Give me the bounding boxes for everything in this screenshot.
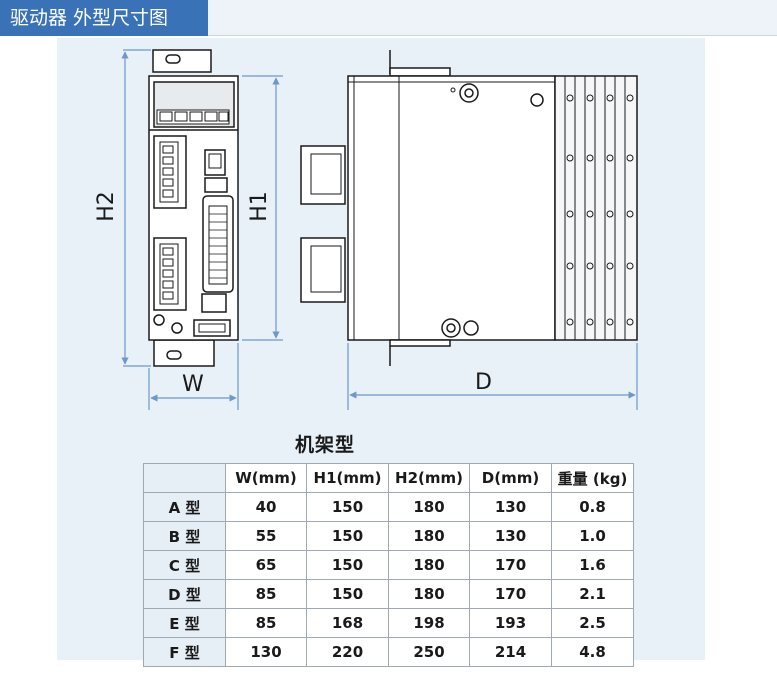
side-view — [300, 50, 638, 366]
cell-w: 40 — [225, 492, 307, 522]
w-label: W — [182, 372, 204, 397]
table-row: A 型 40 150 180 130 0.8 — [143, 492, 634, 522]
cell-d: 130 — [469, 492, 552, 522]
h2-label: H2 — [93, 191, 119, 222]
cell-d: 170 — [469, 550, 552, 580]
cell-d: 170 — [469, 579, 552, 609]
cell-h1: 150 — [306, 579, 389, 609]
header-cell-weight: 重量 (kg) — [551, 463, 634, 493]
cell-d: 214 — [469, 637, 552, 667]
w-dimension-line — [148, 343, 239, 410]
section-header: 驱动器 外型尺寸图 — [0, 0, 777, 36]
cell-weight: 2.5 — [551, 608, 634, 638]
d-label: D — [475, 370, 492, 395]
table-row: F 型 130 220 250 214 4.8 — [143, 637, 634, 667]
cell-weight: 1.6 — [551, 550, 634, 580]
row-label: C 型 — [143, 550, 226, 580]
h2-dimension-line — [121, 49, 151, 367]
cell-h2: 198 — [388, 608, 470, 638]
h1-label: H1 — [246, 191, 272, 222]
row-label: E 型 — [143, 608, 226, 638]
row-label: D 型 — [143, 579, 226, 609]
cell-weight: 0.8 — [551, 492, 634, 522]
cell-d: 130 — [469, 521, 552, 551]
cell-h1: 150 — [306, 492, 389, 522]
header-cell-h2: H2(mm) — [388, 463, 470, 493]
row-label: F 型 — [143, 637, 226, 667]
header-cell-h1: H1(mm) — [306, 463, 389, 493]
cell-w: 130 — [225, 637, 307, 667]
cell-weight: 2.1 — [551, 579, 634, 609]
table-row: E 型 85 168 198 193 2.5 — [143, 608, 634, 638]
cell-w: 55 — [225, 521, 307, 551]
cell-h2: 250 — [388, 637, 470, 667]
cell-h1: 220 — [306, 637, 389, 667]
header-cell-w: W(mm) — [225, 463, 307, 493]
table-row: D 型 85 150 180 170 2.1 — [143, 579, 634, 609]
front-view — [148, 49, 239, 367]
cell-weight: 4.8 — [551, 637, 634, 667]
content-panel: H2 H1 W D 机架型 W(mm) H1(mm) H2(mm) D(mm) … — [57, 38, 705, 667]
cell-h2: 180 — [388, 579, 470, 609]
cell-w: 85 — [225, 579, 307, 609]
cell-h1: 150 — [306, 521, 389, 551]
cell-d: 193 — [469, 608, 552, 638]
table-caption: 机架型 — [295, 434, 356, 456]
d-dimension-line — [347, 343, 638, 410]
header-cell-d: D(mm) — [469, 463, 552, 493]
header-cell-blank — [143, 463, 226, 493]
cell-w: 65 — [225, 550, 307, 580]
drive-dimension-drawing — [121, 49, 638, 410]
table-header-row: W(mm) H1(mm) H2(mm) D(mm) 重量 (kg) — [143, 463, 634, 493]
cell-weight: 1.0 — [551, 521, 634, 551]
h1-dimension-line — [242, 75, 283, 341]
section-title: 驱动器 外型尺寸图 — [0, 0, 208, 36]
table-row: C 型 65 150 180 170 1.6 — [143, 550, 634, 580]
cell-h1: 168 — [306, 608, 389, 638]
cell-h2: 180 — [388, 521, 470, 551]
row-label: B 型 — [143, 521, 226, 551]
frame-spec-table: W(mm) H1(mm) H2(mm) D(mm) 重量 (kg) A 型 40… — [143, 463, 634, 667]
cell-h2: 180 — [388, 492, 470, 522]
cell-h1: 150 — [306, 550, 389, 580]
cell-w: 85 — [225, 608, 307, 638]
table-row: B 型 55 150 180 130 1.0 — [143, 521, 634, 551]
cell-h2: 180 — [388, 550, 470, 580]
row-label: A 型 — [143, 492, 226, 522]
